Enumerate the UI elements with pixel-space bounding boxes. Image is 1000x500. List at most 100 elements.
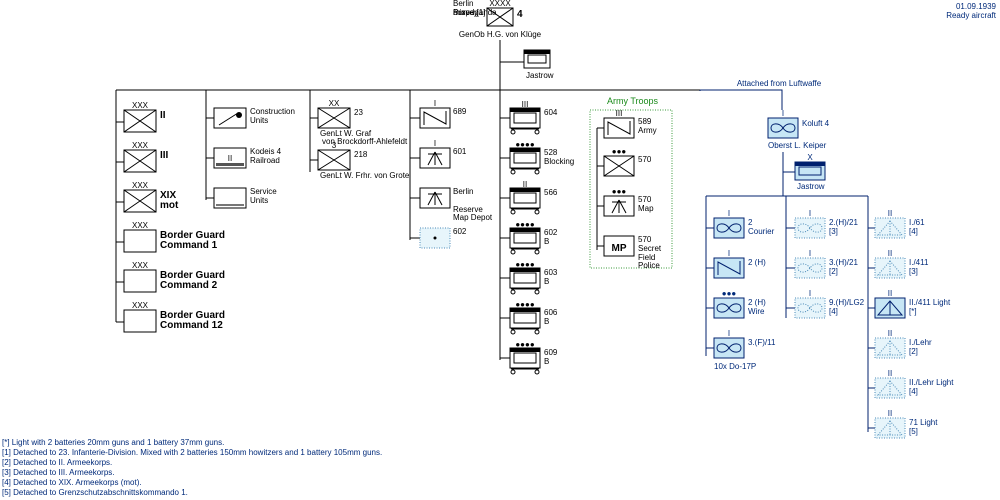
- recon-unit: [713, 217, 745, 239]
- artillery-name: B: [544, 277, 549, 286]
- infantry-icon: [123, 149, 157, 173]
- echelon-marker: XX: [329, 99, 340, 108]
- hq-supply-band: [524, 50, 550, 54]
- artillery-band: [510, 108, 540, 112]
- echelon-marker: ●●●●: [515, 340, 534, 349]
- division-commander-2: von Brockdorff-Ahlefeldt: [322, 137, 408, 146]
- flak-unit: [874, 337, 906, 359]
- recon-unit: [713, 257, 745, 279]
- artillery-number: 609: [544, 348, 558, 357]
- wheel-icon: [534, 209, 540, 215]
- echelon-marker: XXX: [132, 141, 149, 150]
- recon-name: 3.(F)/11: [748, 338, 776, 347]
- echelon-marker: I: [728, 209, 730, 218]
- unit-frame: [874, 217, 906, 239]
- army-troops-name: Secret: [638, 244, 662, 253]
- wheel-icon: [534, 129, 540, 135]
- footnotes: [*] Light with 2 batteries 20mm guns and…: [2, 438, 382, 498]
- support-name-2: Reserve: [453, 205, 483, 214]
- hq-supply: [523, 49, 551, 69]
- artillery-unit: [509, 307, 541, 329]
- infantry-icon: [603, 155, 635, 177]
- recon-name: 2: [748, 218, 753, 227]
- recon-unit: [713, 297, 745, 319]
- aviation-icon: [797, 303, 823, 313]
- motorized-wheels: [510, 328, 540, 335]
- flak-name: 71 Light: [909, 418, 938, 427]
- footnote: [*] Light with 2 batteries 20mm guns and…: [2, 438, 225, 447]
- mp-label: MP: [612, 243, 627, 254]
- header: 01.09.1939 Ready aircraft: [946, 2, 996, 20]
- recon-name: 2 (H): [748, 258, 766, 267]
- echelon-marker: I: [728, 329, 730, 338]
- construction-name-2: Units: [250, 196, 268, 205]
- division-number: 23: [354, 108, 363, 117]
- artillery-name: B: [544, 237, 549, 246]
- echelon-marker: ●●●: [612, 187, 627, 196]
- echelon-marker: XXX: [132, 181, 149, 190]
- flak-unit: [874, 377, 906, 399]
- construction-unit: [213, 187, 247, 209]
- flak-note: [5]: [909, 427, 918, 436]
- service-icon: [216, 204, 244, 206]
- echelon-marker: I: [809, 289, 811, 298]
- echelon-marker: ●●●●: [515, 140, 534, 149]
- infantry-icon: [317, 107, 351, 129]
- artillery-band: [510, 188, 540, 192]
- flak-unit: [874, 217, 906, 239]
- echelon-marker: I: [434, 99, 436, 108]
- gun-icon: [527, 54, 547, 64]
- artillery-number: 602: [544, 228, 558, 237]
- support-number: 689: [453, 107, 467, 116]
- koluft-supply-label: Jastrow: [797, 182, 825, 191]
- artillery-name: Blocking: [544, 157, 574, 166]
- hq-supply-label: Jastrow: [526, 71, 554, 80]
- army-troops-name-2: Field: [638, 253, 655, 262]
- division-unit: [317, 149, 351, 171]
- flak-icon: [876, 340, 904, 356]
- flak-unit: [874, 417, 906, 439]
- echelon-marker: X: [807, 153, 813, 162]
- army-troops-number: 570: [638, 195, 652, 204]
- wheel-icon: [510, 329, 516, 335]
- infantry-icon: [123, 109, 157, 133]
- support-number: 602: [453, 227, 467, 236]
- unit-frame: [874, 337, 906, 359]
- army-troops-unit: [603, 155, 635, 177]
- corps-name: II: [160, 110, 166, 121]
- echelon-marker: I: [809, 209, 811, 218]
- construction-name-2: Railroad: [250, 156, 280, 165]
- recon-name: 2 (H): [748, 298, 766, 307]
- signal-icon: [423, 111, 447, 125]
- detached-recon-unit: [794, 217, 826, 239]
- subtitle-label: Ready aircraft: [946, 11, 996, 20]
- echelon-marker: XXX: [132, 221, 149, 230]
- motorized-wheels: [510, 368, 540, 375]
- echelon-marker: II: [888, 289, 892, 298]
- echelon-marker: II: [888, 209, 892, 218]
- koluft-supply-band: [795, 162, 825, 166]
- flak-icon: [876, 380, 904, 396]
- aviation-icon: [797, 263, 823, 273]
- wheel-icon: [534, 249, 540, 255]
- unit-frame: [603, 235, 635, 257]
- construction-name: Kodeis 4: [250, 147, 282, 156]
- artillery-band: [510, 308, 540, 312]
- echelon-marker: ●●●●: [515, 300, 534, 309]
- construction-unit: [213, 107, 247, 129]
- flak-icon: [876, 300, 904, 316]
- flak-name: I./411: [909, 258, 929, 267]
- corps-name-2: mot: [160, 200, 179, 211]
- support-unit: [419, 147, 451, 169]
- connector-lines: [115, 40, 875, 432]
- border-guard-name: Border Guard: [160, 230, 225, 241]
- motorized-wheels: [510, 128, 540, 135]
- gun-icon: [513, 112, 537, 124]
- detached-recon-name: 2.(H)/21: [829, 218, 858, 227]
- flak-name: I./61: [909, 218, 925, 227]
- echelon-marker: ●●●●: [515, 220, 534, 229]
- flak-note: [3]: [909, 267, 918, 276]
- echelon-marker: I: [809, 249, 811, 258]
- echelon-marker: III: [522, 100, 529, 109]
